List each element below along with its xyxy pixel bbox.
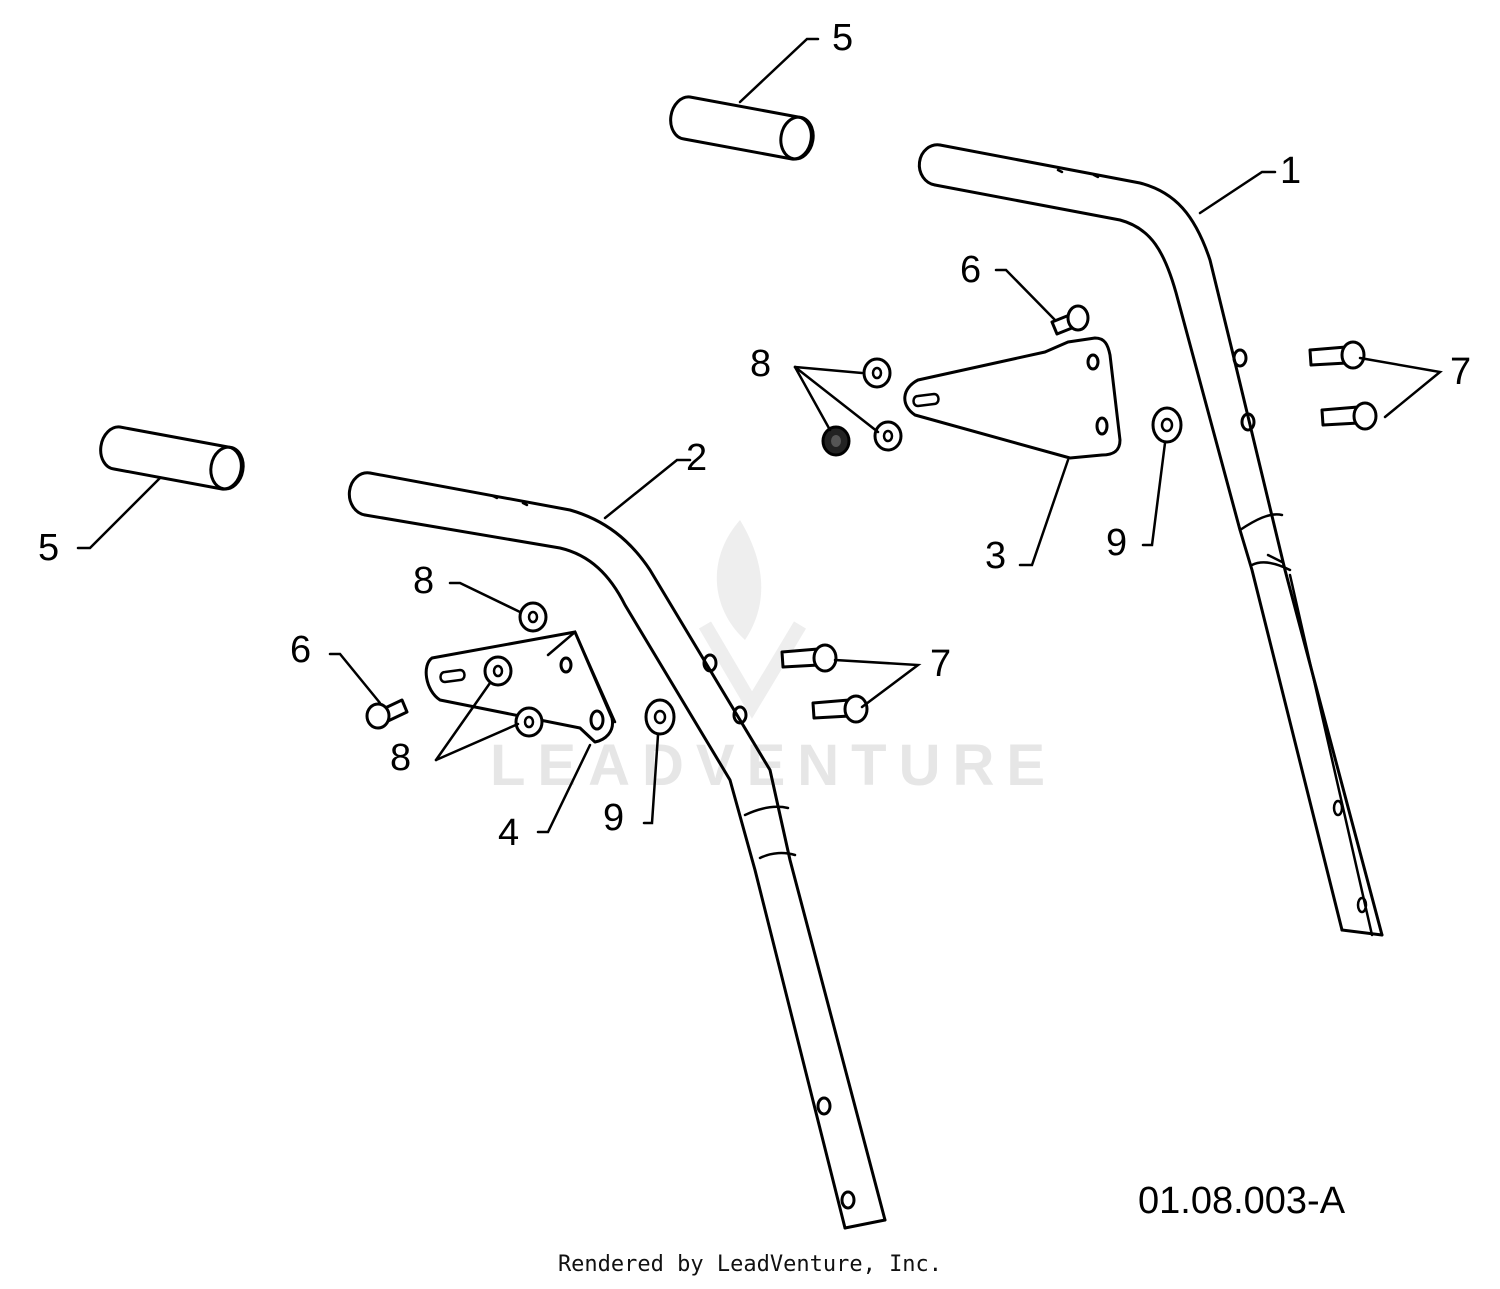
nut-8-lower-b <box>483 655 513 687</box>
callout-5-lower: 5 <box>38 527 59 569</box>
nut-8-upper-b <box>873 420 903 452</box>
bolt-6-upper <box>1050 304 1090 336</box>
washer-9-upper <box>1151 406 1183 444</box>
callout-1: 1 <box>1280 150 1301 192</box>
callout-8-upper: 8 <box>750 343 771 385</box>
leader-lines <box>76 37 1443 834</box>
nut-8-lower-c <box>514 706 544 738</box>
grip-5-lower <box>99 425 245 491</box>
callout-4: 4 <box>498 812 519 854</box>
nut-8-upper-a <box>862 357 892 389</box>
callouts: 1 2 3 4 5 5 6 6 7 7 8 8 8 9 9 <box>38 17 1471 854</box>
callout-7-lower: 7 <box>930 643 951 685</box>
callout-3: 3 <box>985 535 1006 577</box>
callout-9-lower: 9 <box>603 797 624 839</box>
callout-8-lower-a: 8 <box>413 560 434 602</box>
callout-9-upper: 9 <box>1106 522 1127 564</box>
callout-7-upper: 7 <box>1450 351 1471 393</box>
figure-id: 01.08.003-A <box>1138 1180 1346 1222</box>
callout-8-lower-b: 8 <box>390 737 411 779</box>
nut-8-upper-c <box>821 425 851 457</box>
callout-6-upper: 6 <box>960 249 981 291</box>
bolt-7-upper-b <box>1320 401 1378 431</box>
callout-2: 2 <box>686 437 707 479</box>
bolt-7-upper-a <box>1308 340 1366 370</box>
bolt-7-lower-b <box>811 694 869 724</box>
nut-8-lower-a <box>518 601 548 633</box>
handle-2 <box>347 471 887 1230</box>
bolt-6-lower <box>365 698 409 730</box>
washer-9-lower <box>644 698 676 736</box>
grip-5-upper <box>669 95 815 161</box>
handle-1 <box>917 143 1384 937</box>
bracket-3 <box>903 336 1122 460</box>
credit-text: Rendered by LeadVenture, Inc. <box>557 1252 943 1277</box>
callout-6-lower: 6 <box>290 629 311 671</box>
bracket-4 <box>424 629 617 744</box>
callout-5-upper: 5 <box>832 17 853 59</box>
bolt-7-lower-a <box>780 643 838 673</box>
